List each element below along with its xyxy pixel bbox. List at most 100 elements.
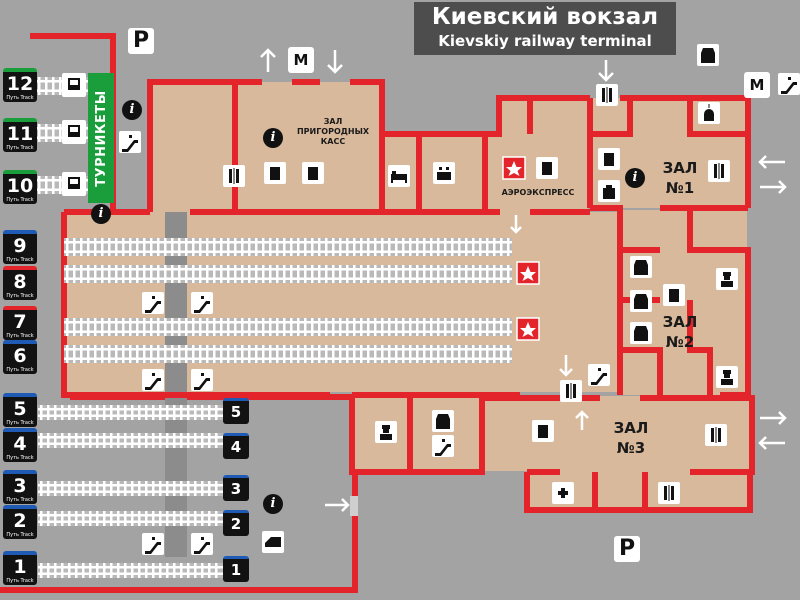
escalator-icon: [142, 533, 164, 555]
suburban-hall-line3: КАСС: [320, 137, 346, 146]
escalator-icon: [778, 73, 800, 95]
church-icon: [704, 104, 714, 121]
toilet-icon: [664, 485, 674, 501]
escalator-icon: [191, 369, 213, 391]
ticket-machine-icon: [308, 167, 318, 180]
escalator-icon: [191, 533, 213, 555]
aeroexpress-icon: [520, 266, 536, 281]
shop-icon: [634, 294, 648, 309]
track-end-badge-5: 5: [223, 398, 249, 424]
police-icon: [721, 370, 733, 385]
exit-arrow-icon: [760, 411, 787, 425]
track-5: [38, 405, 223, 420]
tram-icon: [68, 78, 80, 90]
exit-arrow-icon: [758, 155, 785, 169]
exit-arrow-icon: [760, 180, 787, 194]
title-en: Kievskiy railway terminal: [438, 32, 652, 50]
info-icon: i: [122, 100, 142, 120]
track-8: [64, 265, 512, 283]
shop-icon: [634, 260, 648, 275]
toilet-icon: [229, 168, 239, 184]
track-caption: Путь Track: [6, 578, 34, 584]
exit-arrow-icon: [758, 436, 785, 450]
escalator-icon: [145, 296, 161, 313]
shop-icon: [701, 48, 715, 63]
escalator-icon: [191, 292, 213, 314]
hall-2-line2: №2: [665, 333, 695, 351]
exit-arrow-icon: [327, 50, 343, 74]
ticket-machine-icon: [538, 425, 548, 438]
escalator-icon: [194, 537, 210, 554]
escalator-icon: [435, 439, 451, 456]
hall-3-line2: №3: [616, 439, 646, 457]
title-ru: Киевский вокзал: [431, 4, 659, 30]
hall-1-line2: №1: [665, 179, 695, 197]
aeroexpress-badges: [502, 156, 540, 341]
track-end-badge-1: 1: [223, 556, 249, 582]
track-end-badge-4: 4: [223, 433, 249, 459]
info-icon: i: [263, 494, 283, 514]
parking-icon: P: [614, 536, 640, 562]
police-icon: [721, 272, 733, 287]
track-number: 2: [13, 510, 27, 532]
escalator-icon: [781, 77, 797, 94]
track-caption: Путь Track: [6, 145, 34, 151]
shop-icon: [436, 414, 450, 429]
escalator-icon: [145, 373, 161, 390]
track-number: 11: [6, 123, 34, 145]
first-aid-icon: [558, 488, 568, 498]
hall-1-line1: ЗАЛ: [662, 159, 698, 177]
toilet-icon: [602, 87, 612, 103]
walkway: [165, 212, 187, 557]
ticket-machine-icon: [542, 162, 552, 175]
luggage-icon: [603, 185, 615, 199]
track-number: 6: [13, 345, 27, 367]
track-number: 5: [13, 398, 27, 420]
bed-icon: [391, 171, 407, 183]
track-number: 7: [13, 311, 27, 333]
track-caption: Путь Track: [6, 257, 34, 263]
track-4: [38, 433, 223, 448]
track-6: [64, 345, 512, 363]
escalator-icon: [119, 131, 141, 153]
track-7: [64, 318, 512, 336]
info-icon: i: [91, 204, 111, 224]
exit-arrow-icon: [260, 48, 276, 72]
tram-icon: [68, 177, 80, 189]
turnstiles-bar: ТУРНИКЕТЫ: [88, 73, 114, 203]
track-number: 8: [13, 271, 27, 293]
info-icon: i: [625, 168, 645, 188]
hall-2-line1: ЗАЛ: [662, 313, 698, 331]
track-caption: Путь Track: [6, 367, 34, 373]
track-end-badge-2: 2: [223, 510, 249, 536]
map-title: Киевский вокзал Kievskiy railway termina…: [414, 2, 676, 55]
hall-3-line1: ЗАЛ: [613, 419, 649, 437]
aeroexpress-icon: [506, 161, 522, 176]
track-caption: Путь Track: [6, 420, 34, 426]
escalator-icon: [194, 296, 210, 313]
info-icon: i: [263, 128, 283, 148]
escalator-icon: [145, 537, 161, 554]
track-caption: Путь Track: [6, 333, 34, 339]
entrance-gap: [350, 496, 358, 516]
suburban-hall-label: ЗАЛ ПРИГОРОДНЫХ КАСС: [288, 117, 378, 147]
turnstiles-label: ТУРНИКЕТЫ: [93, 89, 109, 187]
police-icon: [380, 425, 392, 440]
track-caption: Путь Track: [6, 455, 34, 461]
facility-icons: [119, 44, 800, 555]
track-caption: Путь Track: [6, 197, 34, 203]
track-caption: Путь Track: [6, 95, 34, 101]
shop-icon: [634, 326, 648, 341]
hall-3-label: ЗАЛ №3: [606, 418, 656, 458]
track-number: 1: [13, 556, 27, 578]
